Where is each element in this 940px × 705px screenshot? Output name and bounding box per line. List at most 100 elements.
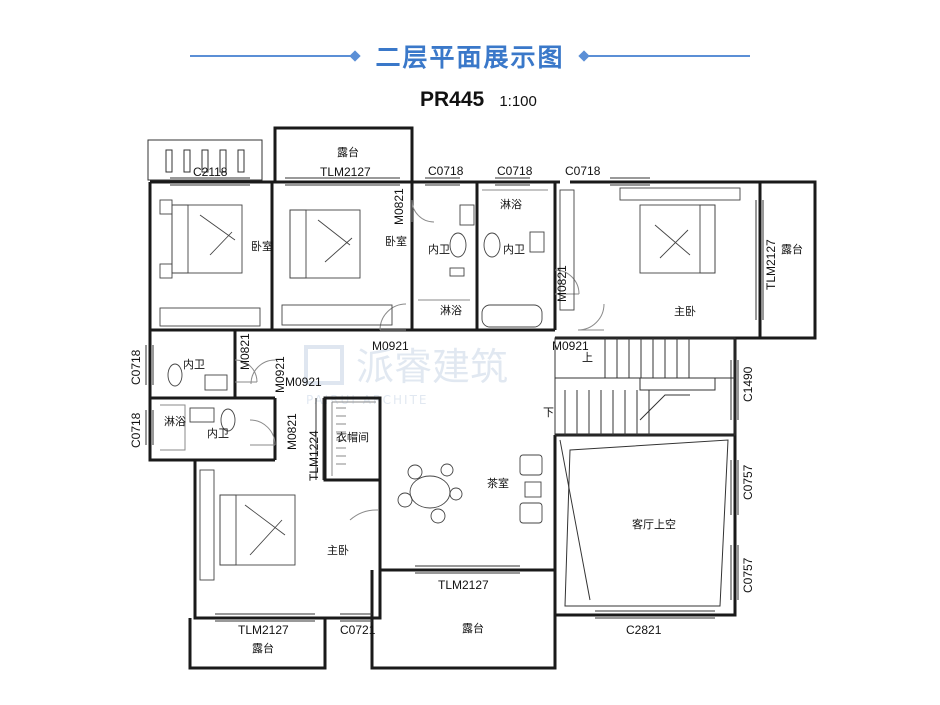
title-bar: 二层平面展示图 bbox=[0, 38, 940, 74]
door-sw-master bbox=[349, 509, 379, 521]
label-terrace-n: 露台 bbox=[337, 145, 359, 159]
door-m0821-w bbox=[234, 359, 258, 383]
code-tlm1224: TLM1224 bbox=[307, 430, 321, 481]
window-c0718-1 bbox=[425, 177, 460, 186]
label-bath-w2: 内卫 bbox=[207, 426, 229, 440]
label-tea-room: 茶室 bbox=[487, 476, 509, 490]
opening-labels: C2118 TLM2127 C0718 C0718 C0718 M0821 M0… bbox=[129, 164, 778, 637]
watermark: 派睿建筑 PAIRUI ARCHITE bbox=[304, 345, 508, 407]
code-c1490: C1490 bbox=[741, 366, 755, 402]
code-m0921-v: M0921 bbox=[273, 356, 287, 393]
label-void: 客厅上空 bbox=[632, 517, 676, 531]
label-master-sw: 主卧 bbox=[327, 544, 349, 557]
bed-n bbox=[281, 209, 393, 326]
label-bedroom-nw: 卧室 bbox=[251, 239, 273, 253]
plan-code-row: PR445 1:100 bbox=[420, 88, 537, 112]
title-rule-right bbox=[585, 55, 750, 57]
plan-scale: 1:100 bbox=[499, 93, 537, 110]
page-title: 二层平面展示图 bbox=[375, 43, 565, 72]
stairs bbox=[554, 337, 736, 436]
tea-set bbox=[397, 454, 543, 524]
wall-west-wing bbox=[148, 330, 275, 462]
balcony-rail bbox=[165, 149, 245, 173]
label-stair-up: 上 bbox=[582, 351, 593, 364]
code-c2821: C2821 bbox=[626, 623, 662, 637]
label-bath-w1: 内卫 bbox=[183, 357, 205, 371]
label-shower-w: 淋浴 bbox=[164, 415, 186, 428]
terrace-s-wall bbox=[370, 570, 557, 670]
code-m0921-1: M0921 bbox=[372, 339, 409, 353]
code-m0921-h: M0921 bbox=[285, 375, 322, 389]
window-tlm2127-s bbox=[415, 565, 520, 574]
code-c0718-w2: C0718 bbox=[129, 412, 143, 448]
code-c0718-1: C0718 bbox=[428, 164, 464, 178]
label-stair-down: 下 bbox=[543, 406, 554, 419]
window-tlm2127-e bbox=[755, 200, 764, 320]
code-tlm2127-e: TLM2127 bbox=[764, 239, 778, 290]
door-m0821-w2 bbox=[249, 419, 276, 446]
terrace-n-wall bbox=[273, 126, 414, 182]
code-tlm2127-n: TLM2127 bbox=[320, 165, 371, 179]
code-c0718-w1: C0718 bbox=[129, 349, 143, 385]
window-c0757-1 bbox=[730, 460, 739, 515]
code-m0821-w2: M0821 bbox=[285, 413, 299, 450]
label-closet: 衣帽间 bbox=[336, 430, 369, 444]
label-bedroom-n: 卧室 bbox=[385, 234, 407, 248]
door-m0921-1 bbox=[379, 303, 407, 331]
code-c0721: C0721 bbox=[340, 623, 376, 637]
bath-fixtures bbox=[160, 189, 548, 451]
code-m0821-ne: M0821 bbox=[555, 265, 569, 302]
code-c0757-2: C0757 bbox=[741, 557, 755, 593]
door-m0821-top bbox=[411, 199, 435, 223]
door-m0921-2 bbox=[577, 303, 605, 331]
code-m0921-2: M0921 bbox=[552, 339, 589, 353]
void-outline bbox=[564, 439, 729, 607]
label-bath-inner-2: 内卫 bbox=[503, 242, 525, 256]
window-c0757-2 bbox=[730, 545, 739, 600]
closet-hangers bbox=[331, 401, 376, 476]
title-rule-left bbox=[190, 55, 355, 57]
label-terrace-sw: 露台 bbox=[252, 641, 274, 655]
code-c0757-1: C0757 bbox=[741, 464, 755, 500]
window-c0718-w2 bbox=[145, 410, 154, 445]
label-shower-1: 淋浴 bbox=[500, 198, 522, 211]
furniture bbox=[159, 187, 741, 581]
window-tlm2127-n bbox=[285, 177, 400, 186]
code-c0718-3: C0718 bbox=[565, 164, 601, 178]
window-c0718-3 bbox=[610, 177, 650, 186]
code-c0718-2: C0718 bbox=[497, 164, 533, 178]
label-terrace-e: 露台 bbox=[781, 242, 803, 256]
plan-code: PR445 bbox=[420, 88, 485, 111]
window-tlm2127-sw bbox=[215, 613, 315, 622]
windows bbox=[145, 177, 764, 622]
code-m0821-top: M0821 bbox=[392, 188, 406, 225]
doors bbox=[234, 199, 605, 521]
code-c2118: C2118 bbox=[193, 165, 228, 179]
watermark-logo bbox=[304, 345, 344, 385]
code-tlm2127-s: TLM2127 bbox=[438, 578, 489, 592]
window-c2118 bbox=[170, 177, 250, 186]
window-c0721 bbox=[340, 613, 372, 622]
bed-sw bbox=[199, 469, 296, 581]
window-c0718-w1 bbox=[145, 345, 154, 385]
code-tlm2127-sw: TLM2127 bbox=[238, 623, 289, 637]
terrace-sw-wall bbox=[188, 618, 327, 670]
window-tlm1224 bbox=[315, 398, 324, 480]
balcony-nw bbox=[147, 139, 263, 181]
window-c1490 bbox=[730, 360, 739, 420]
label-bath-inner-1: 内卫 bbox=[428, 242, 450, 256]
door-m0821-ne bbox=[554, 269, 580, 295]
label-shower-2: 淋浴 bbox=[440, 304, 462, 317]
window-c0718-2 bbox=[495, 177, 530, 186]
wall-sw-master bbox=[193, 460, 382, 620]
window-c2821 bbox=[595, 610, 715, 619]
terrace-e-wall bbox=[760, 180, 817, 340]
wall-void bbox=[553, 338, 737, 617]
bed-ne bbox=[559, 187, 741, 311]
code-m0821-w: M0821 bbox=[238, 333, 252, 370]
room-labels: 卧室 卧室 内卫 淋浴 淋浴 内卫 主卧 内卫 淋浴 内卫 衣帽间 茶室 主卧 … bbox=[164, 145, 803, 655]
label-master-ne: 主卧 bbox=[674, 305, 696, 318]
watermark-cn: 派睿建筑 bbox=[356, 345, 508, 389]
label-terrace-s: 露台 bbox=[462, 621, 484, 635]
